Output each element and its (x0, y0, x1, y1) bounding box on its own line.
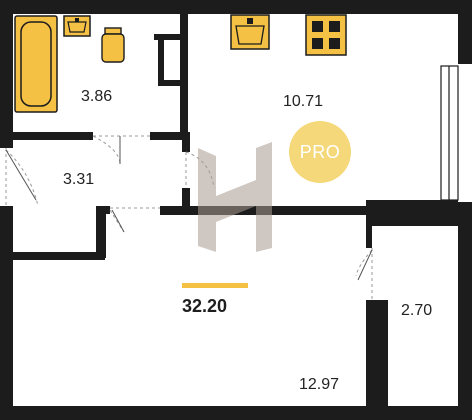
wall-bottom (0, 406, 472, 420)
logo-watermark (198, 142, 272, 252)
wall-balcony-block (366, 200, 458, 226)
wall-hall-bottom-left (96, 206, 106, 258)
total-area: 32.20 (182, 296, 228, 316)
wall-left-upper (0, 0, 13, 148)
wall-closet-side (158, 34, 164, 84)
stove-icon (305, 14, 347, 56)
wall-left-lower (0, 206, 13, 420)
total-area-underline (182, 283, 248, 288)
wall-top (0, 0, 472, 14)
wall-bathroom-right (180, 14, 188, 132)
wall-bathroom-bottom-right (150, 132, 188, 140)
kitchen-sink-icon (230, 14, 270, 50)
hallway-area: 3.31 (63, 171, 95, 188)
washbasin-icon (63, 15, 91, 37)
wall-closet (154, 34, 182, 40)
pro-badge-label: PRO (299, 141, 341, 162)
wall-balcony-left (366, 300, 388, 406)
wall-hall-right-lower (182, 188, 190, 208)
wall-right-upper (458, 0, 472, 64)
door-balcony (355, 248, 373, 300)
pro-badge: PRO (289, 121, 351, 183)
window-right (440, 65, 459, 201)
wall-balcony-left-upper (366, 226, 372, 248)
toilet-icon (101, 27, 125, 63)
wall-closet-bottom (158, 80, 186, 86)
bathroom-area: 3.86 (81, 88, 113, 105)
bathtub-icon (14, 15, 58, 113)
wall-right-lower (458, 202, 472, 420)
wall-living-step (13, 252, 105, 260)
balcony-area: 2.70 (401, 302, 433, 319)
wall-hall-bottom-left-h (96, 206, 110, 214)
door-bathroom (92, 135, 150, 165)
doors (5, 135, 373, 300)
wall-bathroom-bottom-left (13, 132, 93, 140)
kitchen-area: 10.71 (283, 93, 324, 110)
door-entrance (5, 148, 39, 207)
living-room-area: 12.97 (299, 376, 340, 393)
wall-hall-right (182, 132, 190, 152)
